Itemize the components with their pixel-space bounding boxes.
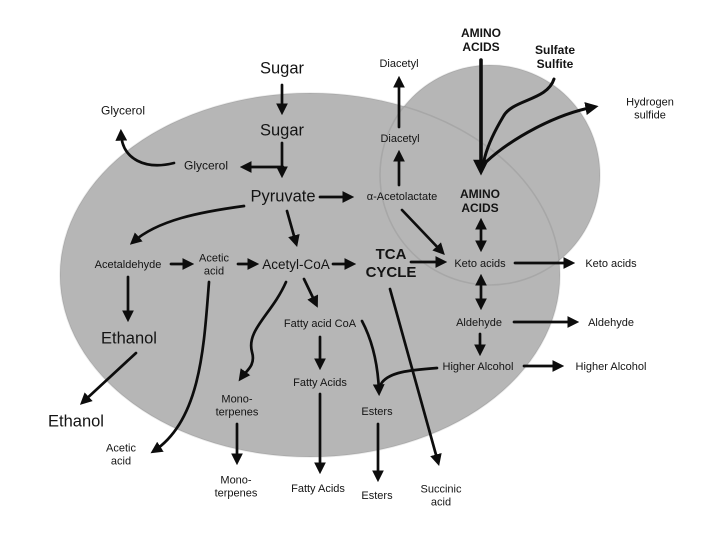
edge-alpha-acetolactate-to-keto-acids xyxy=(400,208,445,256)
node-sulfate-sulfite: Sulfate Sulfite xyxy=(534,43,576,71)
edge-pyruvate-to-acetaldehyde xyxy=(129,204,246,245)
node-fatty-acid-coa: Fatty acid CoA xyxy=(283,317,357,330)
node-ethanol-extracellular: Ethanol xyxy=(48,412,104,431)
node-acetic-acid-extracellular: Acetic acid xyxy=(106,442,136,468)
node-fatty-acids-extracellular: Fatty Acids xyxy=(291,482,345,495)
yeast-cell-body xyxy=(60,93,560,457)
node-aldehyde-intracellular: Aldehyde xyxy=(456,316,502,329)
edge-glycerol-export xyxy=(115,128,176,167)
edge-hydrogen-sulfide-export xyxy=(484,102,599,164)
arrows xyxy=(79,58,599,483)
node-acetyl-coa: Acetyl-CoA xyxy=(262,257,330,272)
node-glycerol-intracellular: Glycerol xyxy=(183,158,229,173)
node-amino-acids-intracellular: AMINO ACIDS xyxy=(460,187,500,215)
node-acetic-acid-intracellular: Acetic acid xyxy=(199,252,229,278)
bud-overlap-edge xyxy=(379,64,601,286)
node-acetaldehyde: Acetaldehyde xyxy=(94,258,162,271)
node-sugar-extracellular: Sugar xyxy=(259,59,305,78)
node-glycerol-extracellular: Glycerol xyxy=(100,103,146,118)
node-diacetyl-intracellular: Diacetyl xyxy=(380,132,420,145)
node-keto-acids-intracellular: Keto acids xyxy=(454,257,506,270)
node-mono-terpenes-extracellular: Mono- terpenes xyxy=(214,474,258,500)
node-mono-terpenes-intracellular: Mono- terpenes xyxy=(215,393,259,419)
edge-acetic-acid-export xyxy=(150,280,211,454)
node-aldehyde-extracellular: Aldehyde xyxy=(588,316,634,329)
node-esters-extracellular: Esters xyxy=(361,489,393,502)
node-higher-alcohol-intracellular: Higher Alcohol xyxy=(442,360,514,373)
edge-tca-cycle-to-succinic-acid xyxy=(388,287,442,467)
edge-ethanol-export xyxy=(79,351,138,405)
node-fatty-acids-intracellular: Fatty Acids xyxy=(293,376,347,389)
node-hydrogen-sulfide: Hydrogen sulfide xyxy=(626,96,674,122)
edge-higher-alcohol-to-esters xyxy=(379,366,439,386)
node-succinic-acid: Succinic acid xyxy=(420,483,462,509)
node-diacetyl-extracellular: Diacetyl xyxy=(379,57,419,70)
edge-acetyl-coa-to-fatty-acid-coa xyxy=(302,277,319,308)
body-overlap-edge xyxy=(59,92,561,458)
edge-acetyl-coa-to-mono-terpenes xyxy=(238,280,288,382)
node-tca-cycle: TCA CYCLE xyxy=(365,246,417,281)
edge-pyruvate-to-acetyl-coa xyxy=(285,209,300,248)
node-amino-acids-extracellular: AMINO ACIDS xyxy=(461,26,501,54)
node-alpha-acetolactate: α-Acetolactate xyxy=(366,190,438,203)
edge-sulfate-sulfite-uptake xyxy=(481,77,556,168)
node-ethanol-intracellular: Ethanol xyxy=(101,329,157,348)
node-sugar-intracellular: Sugar xyxy=(259,121,305,140)
node-pyruvate: Pyruvate xyxy=(250,187,316,206)
node-higher-alcohol-extracellular: Higher Alcohol xyxy=(575,360,647,373)
node-esters-intracellular: Esters xyxy=(361,405,393,418)
node-keto-acids-extracellular: Keto acids xyxy=(585,257,637,270)
edge-fatty-acid-coa-to-esters xyxy=(360,319,385,397)
